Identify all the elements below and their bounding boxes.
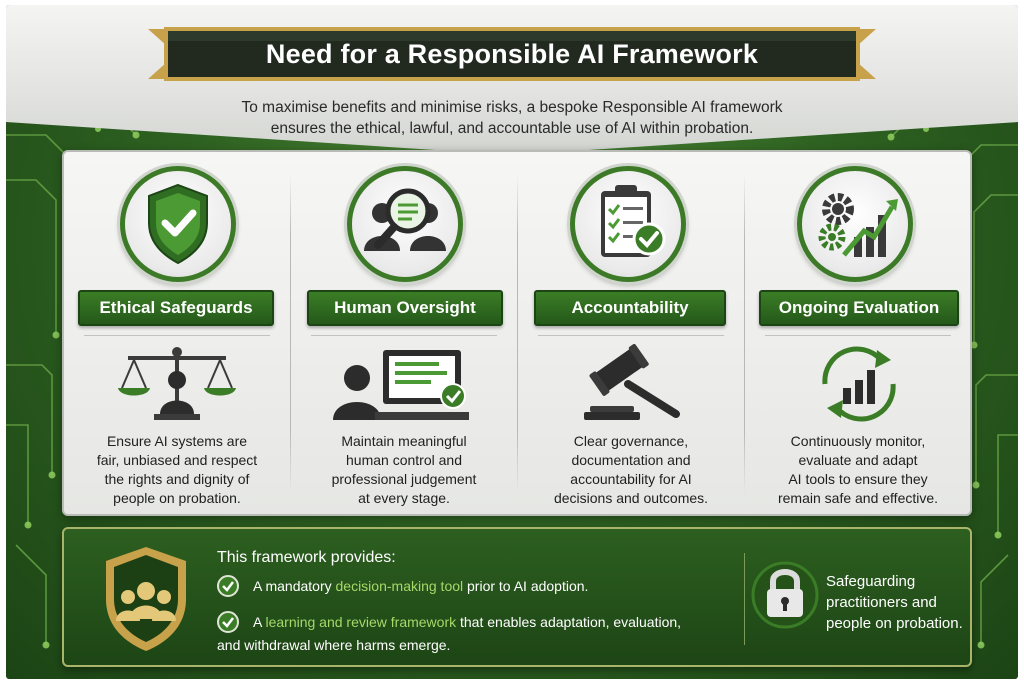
provides-item-text-before: A mandatory bbox=[253, 578, 336, 594]
pillar-accountability: Accountability Clear governance, documen… bbox=[518, 152, 745, 518]
scales-of-justice-icon bbox=[118, 347, 236, 420]
pillar-description: Ensure AI systems are fair, unbiased and… bbox=[77, 432, 277, 508]
description-line: documentation and bbox=[571, 452, 691, 468]
provides-item-highlight: learning and review framework bbox=[265, 614, 457, 630]
clipboard-check-icon bbox=[570, 166, 686, 282]
subtitle-line: ensures the ethical, lawful, and account… bbox=[270, 120, 754, 137]
provides-title: This framework provides: bbox=[217, 549, 396, 566]
cycle-bar-chart-icon bbox=[822, 346, 896, 422]
pillar-ethical-safeguards: Ethical Safeguards Ensure AI systems are… bbox=[64, 152, 291, 518]
provides-item-text-after: prior to AI adoption. bbox=[463, 578, 589, 594]
pillar-underline bbox=[538, 335, 724, 336]
padlock-icon bbox=[751, 561, 819, 629]
check-icon bbox=[217, 575, 239, 597]
pillar-description: Continuously monitor, evaluate and adapt… bbox=[758, 432, 958, 508]
safeguard-line: people on probation. bbox=[826, 615, 963, 632]
framework-provides-panel: This framework provides: A mandatory dec… bbox=[62, 527, 972, 667]
description-line: fair, unbiased and respect bbox=[96, 452, 258, 468]
pillar-underline bbox=[765, 335, 951, 336]
pillar-label: Accountability bbox=[534, 290, 726, 326]
pillar-label: Human Oversight bbox=[307, 290, 503, 326]
pillar-ongoing-evaluation: Ongoing Evaluation Continuously monitor,… bbox=[745, 152, 972, 518]
description-line: Clear governance, bbox=[573, 433, 689, 449]
description-line: accountability for AI bbox=[570, 471, 692, 487]
provides-item-highlight: decision-making tool bbox=[335, 578, 464, 594]
provides-item-line2: and withdrawal where harms emerge. bbox=[217, 637, 451, 653]
gears-growth-chart-icon bbox=[797, 166, 913, 282]
description-line: decisions and outcomes. bbox=[553, 490, 709, 506]
description-line: Continuously monitor, bbox=[790, 433, 926, 449]
description-line: Ensure AI systems are bbox=[106, 433, 248, 449]
person-computer-icon bbox=[333, 350, 469, 420]
pillar-underline bbox=[311, 335, 497, 336]
pillar-label: Ethical Safeguards bbox=[78, 290, 274, 326]
description-line: AI tools to ensure they bbox=[788, 471, 928, 487]
description-line: Maintain meaningful bbox=[341, 433, 467, 449]
provides-item-text-before: A bbox=[253, 614, 266, 630]
page-title: Need for a Responsible AI Framework bbox=[265, 38, 759, 69]
description-line: people on probation. bbox=[113, 490, 241, 506]
description-line: human control and bbox=[346, 452, 462, 468]
banner-ribbon bbox=[148, 27, 876, 81]
provides-item-text: A learning and review framework that ena… bbox=[217, 612, 773, 655]
description-line: the rights and dignity of bbox=[104, 471, 250, 487]
pillar-human-oversight: Human Oversight Maintain meaningful huma… bbox=[291, 152, 518, 518]
pillar-description: Clear governance, documentation and acco… bbox=[531, 432, 731, 508]
pillars-panel: Ethical Safeguards Ensure AI systems are… bbox=[62, 150, 972, 516]
shield-people-icon bbox=[106, 547, 186, 651]
title-banner: Need for a Responsible AI Framework bbox=[148, 25, 876, 83]
pillar-label: Ongoing Evaluation bbox=[759, 290, 959, 326]
pillar-underline bbox=[84, 335, 270, 336]
description-line: evaluate and adapt bbox=[798, 452, 918, 468]
shield-check-icon bbox=[120, 166, 236, 282]
safeguard-line: Safeguarding bbox=[826, 573, 916, 590]
provides-item-text: A mandatory decision-making tool prior t… bbox=[253, 576, 773, 596]
panel-divider bbox=[744, 553, 745, 645]
description-line: remain safe and effective. bbox=[777, 490, 939, 506]
provides-item-text-after: that enables adaptation, evaluation, bbox=[456, 614, 682, 630]
magnifier-people-icon bbox=[347, 166, 463, 282]
subtitle-line: To maximise benefits and minimise risks,… bbox=[241, 99, 783, 116]
safeguard-text: Safeguarding practitioners and people on… bbox=[826, 571, 966, 634]
description-line: at every stage. bbox=[358, 490, 450, 506]
pillar-description: Maintain meaningful human control and pr… bbox=[304, 432, 504, 508]
column-divider bbox=[744, 174, 745, 494]
gavel-icon bbox=[584, 344, 680, 420]
subtitle: To maximise benefits and minimise risks,… bbox=[156, 97, 868, 139]
poster: Need for a Responsible AI Framework To m… bbox=[6, 5, 1018, 679]
description-line: professional judgement bbox=[331, 471, 477, 487]
safeguard-line: practitioners and bbox=[826, 594, 937, 611]
check-icon bbox=[217, 611, 239, 633]
column-divider bbox=[290, 174, 291, 494]
column-divider bbox=[517, 174, 518, 494]
